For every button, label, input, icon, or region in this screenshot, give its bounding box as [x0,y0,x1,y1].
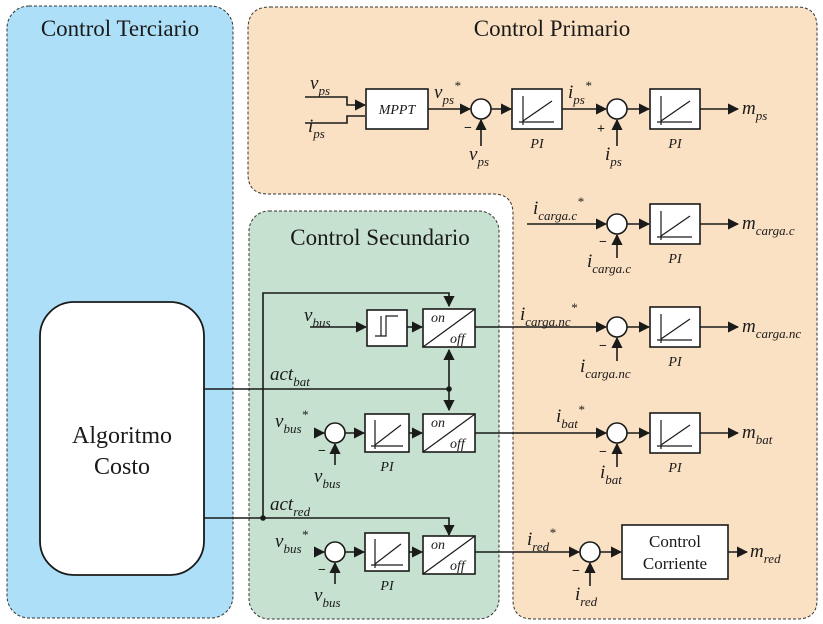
sum-junction [324,422,346,444]
i-ps-feedback-label: ips [605,144,622,169]
minus-sign: − [318,444,326,459]
off-label: off [450,559,467,574]
m-red-output-label: mred [750,541,781,566]
pi-label: PI [379,460,395,475]
switch-diagonal [422,413,476,453]
region-primario-bg [247,6,818,620]
pi-block [649,412,701,454]
hysteresis-icon [375,315,398,337]
pi-label: PI [667,355,683,370]
pi-block [511,88,563,130]
sum-junction [324,541,346,563]
m-carga-c-output-label: mcarga.c [742,213,795,238]
pi-block [649,306,701,348]
control-corriente-line1: Control [649,532,701,551]
minus-sign: − [572,564,580,579]
mppt-block [365,88,429,130]
v-ps-wire [305,96,367,111]
sum-junction [606,98,628,120]
pi-label: PI [667,137,683,152]
v-bus-ref-label: vbus* [275,527,309,556]
control-corriente-line2: Corriente [643,554,707,573]
act-red-line [204,517,455,537]
pi-block [649,203,701,245]
v-ps-ref-label: vps* [434,78,461,107]
pi-icon [371,539,403,568]
m-ps-output-label: mps [742,98,767,123]
algoritmo-costo-box [39,301,205,576]
act-signal-wiring: actbat actred [204,292,455,537]
on-label: on [431,538,445,553]
v-bus-ref-label: vbus* [275,407,309,436]
region-primario-title: Control Primario [474,16,631,41]
pi-icon [657,420,692,449]
vbus-bat-row: vbus* − vbus PI on off [275,407,608,491]
bat-control-loop: ibat* − ibat PI mbat [556,402,773,487]
pi-label: PI [379,579,395,594]
off-label: off [450,332,467,347]
i-carga-c-feedback-label: icarga.c [587,251,631,276]
pi-icon [519,96,554,125]
pi-icon [657,96,692,125]
i-ps-input-label: ips [308,116,325,141]
sum-junction [606,316,628,338]
m-bat-output-label: mbat [742,422,773,447]
m-carga-nc-output-label: mcarga.nc [742,316,801,341]
on-label: on [431,416,445,431]
plus-sign: + [597,122,605,137]
act-red-label: actred [270,494,311,519]
junction-dot [446,386,452,392]
minus-sign: − [318,563,326,578]
junction-dot [260,515,266,521]
sum-junction [606,213,628,235]
region-secundario-title: Control Secundario [290,225,470,250]
minus-sign: − [599,339,607,354]
i-carga-nc-ref-label: icarga.nc* [520,300,578,329]
pi-label: PI [529,137,545,152]
algoritmo-label-line2: Costo [94,454,150,480]
switch-diagonal [422,535,476,575]
i-carga-nc-feedback-label: icarga.nc [580,356,631,381]
act-bat-label: actbat [270,364,310,389]
algoritmo-label-line1: Algoritmo [72,423,172,449]
v-bus-feedback-label: vbus [314,585,341,610]
pi-label: PI [667,252,683,267]
i-red-feedback-label: ired [575,584,598,609]
minus-sign: − [599,235,607,250]
carga-c-control-loop: icarga.c* − icarga.c PI mcarga.c [527,194,795,276]
i-ps-wire [305,115,365,124]
pi-icon [371,420,403,449]
v-ps-input-label: vps [310,73,330,98]
pi-icon [657,211,692,240]
i-ps-ref-label: ips* [568,78,592,107]
sum-junction [606,422,628,444]
i-red-ref-label: ired* [527,525,556,554]
mppt-label: MPPT [378,103,417,118]
v-ps-feedback-label: vps [469,144,489,169]
v-bus-feedback-label: vbus [314,466,341,491]
sum-junction [470,98,492,120]
sum-junction [579,541,601,563]
carga-nc-control-loop: icarga.nc* − icarga.nc PI mcarga.nc [520,300,801,381]
off-label: off [450,437,467,452]
pi-label: PI [667,461,683,476]
red-control-loop: ired* − ired Control Corriente mred [527,524,781,609]
i-bat-ref-label: ibat* [556,402,585,431]
on-label: on [431,311,445,326]
pi-block [649,88,701,130]
i-carga-c-ref-label: icarga.c* [533,194,584,223]
ps-control-loop: vps ips MPPT vps* − vps PI ips* + ips PI… [305,73,767,169]
region-terciario-title: Control Terciario [41,16,199,41]
algoritmo-costo-block: Algoritmo Costo [39,301,205,576]
switch-diagonal [422,308,476,348]
i-bat-feedback-label: ibat [600,462,622,487]
pi-icon [657,314,692,343]
minus-sign: − [464,121,472,136]
act-split-line [262,292,455,518]
vbus-hysteresis-row: vbus on off [304,305,608,348]
minus-sign: − [599,445,607,460]
vbus-red-row: vbus* − vbus PI on off [275,527,581,610]
